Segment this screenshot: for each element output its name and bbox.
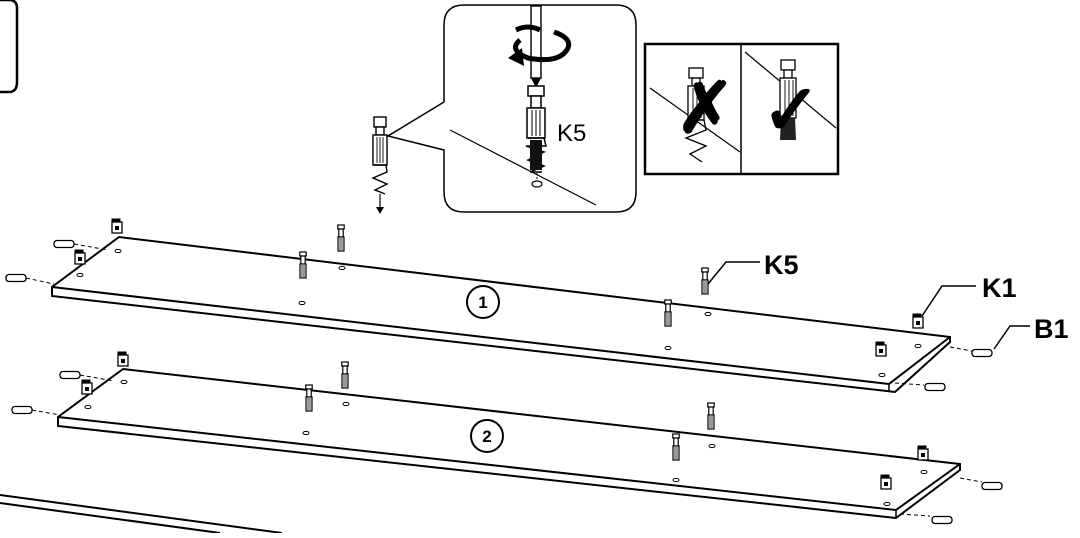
cam-lock-icon xyxy=(117,351,129,367)
panel-partial-bottom xyxy=(0,494,283,534)
previous-frame-edge xyxy=(0,0,19,94)
k5-bolt-icon xyxy=(299,251,307,279)
k5-bolt-icon xyxy=(337,224,345,252)
callout-k1: K1 xyxy=(921,273,1017,317)
cam-lock-icon xyxy=(74,249,86,265)
k5-bolt-icon xyxy=(305,384,313,412)
panel-2: 2 xyxy=(11,351,1003,525)
dowel-icon xyxy=(931,515,953,525)
dowel-icon xyxy=(11,405,33,415)
k5-bolt-enlarged xyxy=(525,85,547,173)
dowel-icon xyxy=(59,370,81,380)
bolt-too-deep xyxy=(684,67,708,163)
dowel-icon xyxy=(53,239,75,249)
callout-b1-label: B1 xyxy=(1034,314,1069,344)
screwdriver-shaft xyxy=(530,5,542,79)
rotate-clockwise-icon xyxy=(508,24,572,66)
callout-k5: K5 xyxy=(707,250,799,285)
dowel-icon xyxy=(981,481,1003,491)
dowel-icon xyxy=(971,348,993,358)
cam-lock-icon xyxy=(111,218,123,234)
k5-bolt-icon xyxy=(672,433,680,461)
cam-lock-icon xyxy=(81,379,93,395)
wrong-mark-icon: ✗ xyxy=(676,69,735,147)
cam-lock-icon xyxy=(912,313,924,329)
zoom-board-edge xyxy=(449,129,597,206)
k5-bolt-standalone xyxy=(371,116,389,214)
panel-2-number-badge xyxy=(470,419,504,453)
zoom-part-label: K5 xyxy=(557,120,586,147)
cam-lock-icon xyxy=(917,445,929,461)
zoom-detail-callout: K5 xyxy=(386,4,637,213)
panel-1-number: 1 xyxy=(478,293,487,312)
screwdriver-tip xyxy=(531,78,541,88)
dowel-icon xyxy=(924,382,946,392)
dowel-icon xyxy=(5,273,27,283)
k5-bolt-icon xyxy=(701,267,709,295)
callout-b1: B1 xyxy=(993,314,1069,350)
cam-lock-icon xyxy=(875,341,887,357)
k5-bolt-icon xyxy=(341,361,349,389)
callout-k1-label: K1 xyxy=(982,273,1017,303)
k5-bolt-icon xyxy=(664,299,672,327)
right-mark-icon: ✓ xyxy=(762,71,821,149)
callout-k5-label: K5 xyxy=(764,250,799,280)
zoom-hole xyxy=(531,180,543,188)
bolt-correct-depth xyxy=(779,59,797,140)
k5-bolt-icon xyxy=(707,402,715,430)
cam-lock-icon xyxy=(880,474,892,490)
panel-2-number: 2 xyxy=(482,427,491,446)
correct-incorrect-box: ✗ ✓ xyxy=(643,42,840,176)
panel-1-number-badge xyxy=(466,285,500,319)
panel-1: 1 xyxy=(5,218,993,394)
